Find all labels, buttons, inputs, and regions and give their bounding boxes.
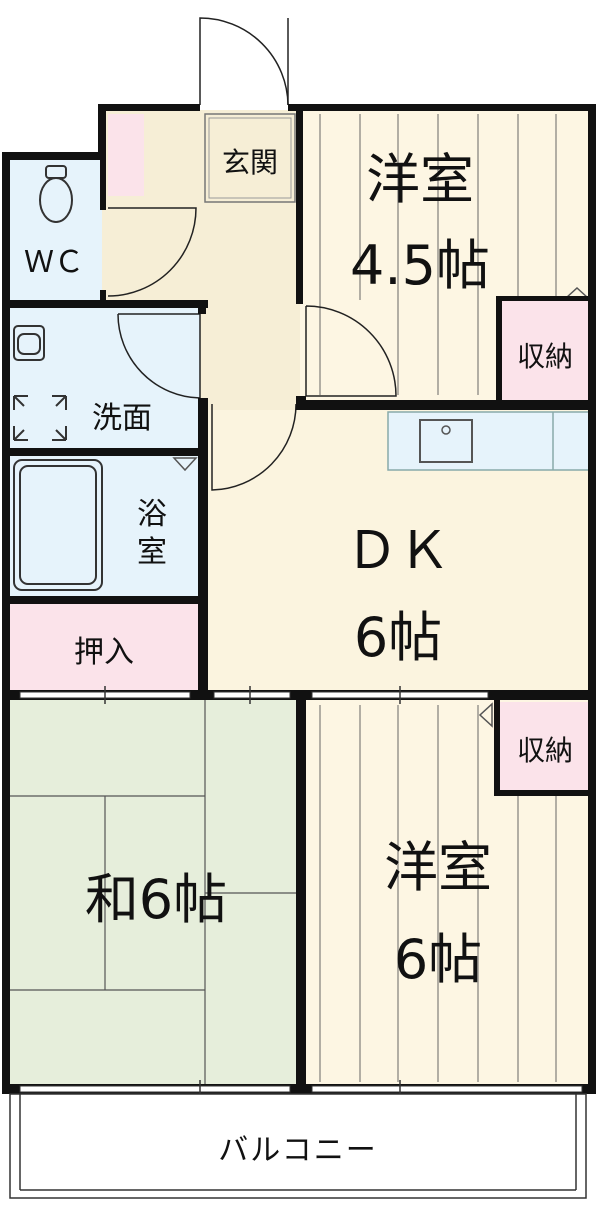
- entrance-shoe-storage: [108, 114, 144, 196]
- bath-corner-mark: [172, 457, 198, 472]
- bathroom-label-line2: 室: [137, 535, 167, 570]
- western-room-1-name: 洋室: [366, 148, 474, 211]
- washroom-label: 洗面: [92, 401, 152, 436]
- dk-size: 6帖: [354, 606, 442, 669]
- western-room-1-size: 4.5帖: [350, 234, 490, 297]
- closet-label: 押入: [74, 635, 134, 670]
- kitchen-sink: [419, 419, 473, 463]
- storage-2-corner-mark: [478, 702, 493, 728]
- walls: [2, 104, 596, 1094]
- wc-floor: [10, 160, 102, 302]
- washing-machine-space-icon: [13, 395, 67, 441]
- kitchen-sink-drain: [441, 425, 451, 435]
- balcony-outline: [9, 1093, 587, 1199]
- door-swings: [107, 17, 397, 491]
- western-room-2-size: 6帖: [394, 928, 482, 991]
- toilet-icon: [39, 165, 73, 223]
- washbasin-icon: [13, 325, 45, 361]
- japanese-room-label: 和6帖: [85, 868, 227, 931]
- kitchen-counter: [387, 411, 591, 471]
- floorboard-lines-room-1: [319, 114, 557, 395]
- genkan-area: [204, 113, 296, 203]
- balcony-label: バルコニー: [218, 1133, 377, 1168]
- closet-floor: [10, 604, 200, 694]
- bathroom-floor: [10, 456, 200, 598]
- wc-label: ＷＣ: [24, 245, 84, 280]
- storage-2-floor: [500, 702, 590, 792]
- floorboard-lines-room-2: [319, 705, 557, 1082]
- bathroom-label-line1: 浴: [137, 497, 167, 532]
- storage-1-label: 収納: [517, 340, 573, 373]
- washroom-floor: [10, 308, 200, 450]
- genkan-area-inner: [208, 117, 292, 199]
- tatami-lines: [10, 700, 300, 1086]
- storage-1-floor: [500, 300, 590, 400]
- western-room-2-name: 洋室: [384, 836, 492, 899]
- bathtub-icon: [13, 459, 103, 591]
- storage-2-label: 収納: [517, 734, 573, 767]
- dk-name: ＤＫ: [346, 521, 450, 581]
- entrance-label: 玄関: [222, 146, 278, 179]
